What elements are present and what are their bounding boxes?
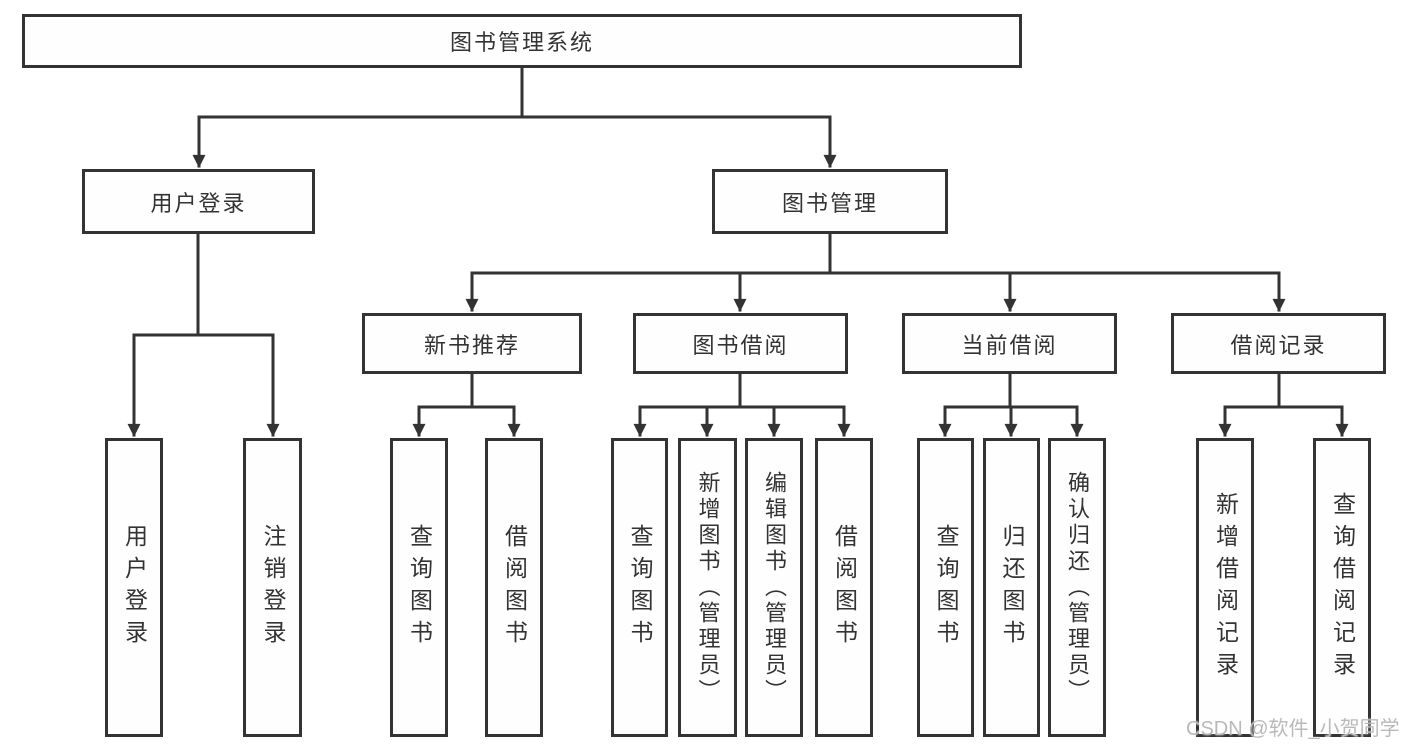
csdn-watermark: CSDN @软件_小贺同学 (1186, 718, 1400, 740)
node-new-book-recommendation: 新书推荐 (362, 313, 582, 374)
leaf-add-borrow-record: 新增借阅记录 (1196, 438, 1254, 737)
leaf-logout: 注销登录 (243, 438, 302, 737)
leaf-return-books: 归还图书 (983, 438, 1040, 737)
node-user-login: 用户登录 (82, 169, 315, 234)
leaf-add-books-admin: 新增图书（管理员） (678, 438, 737, 737)
node-book-management: 图书管理 (712, 169, 948, 234)
leaf-edit-books-admin: 编辑图书（管理员） (745, 438, 803, 737)
leaf-borrow-books: 借阅图书 (815, 438, 873, 737)
leaf-borrow-books-recommend: 借阅图书 (485, 438, 543, 737)
leaf-query-books-recommend: 查询图书 (390, 438, 448, 737)
leaf-query-borrow-record: 查询借阅记录 (1313, 438, 1371, 737)
leaf-query-books-borrow: 查询图书 (611, 438, 668, 737)
leaf-confirm-return-admin: 确认归还（管理员） (1048, 438, 1106, 737)
leaf-query-books-current: 查询图书 (917, 438, 974, 737)
leaf-user-login: 用户登录 (105, 438, 163, 737)
node-book-borrowing: 图书借阅 (633, 313, 848, 374)
node-borrowing-records: 借阅记录 (1171, 313, 1386, 374)
node-current-borrowing: 当前借阅 (902, 313, 1117, 374)
node-root-library-management-system: 图书管理系统 (22, 14, 1022, 68)
